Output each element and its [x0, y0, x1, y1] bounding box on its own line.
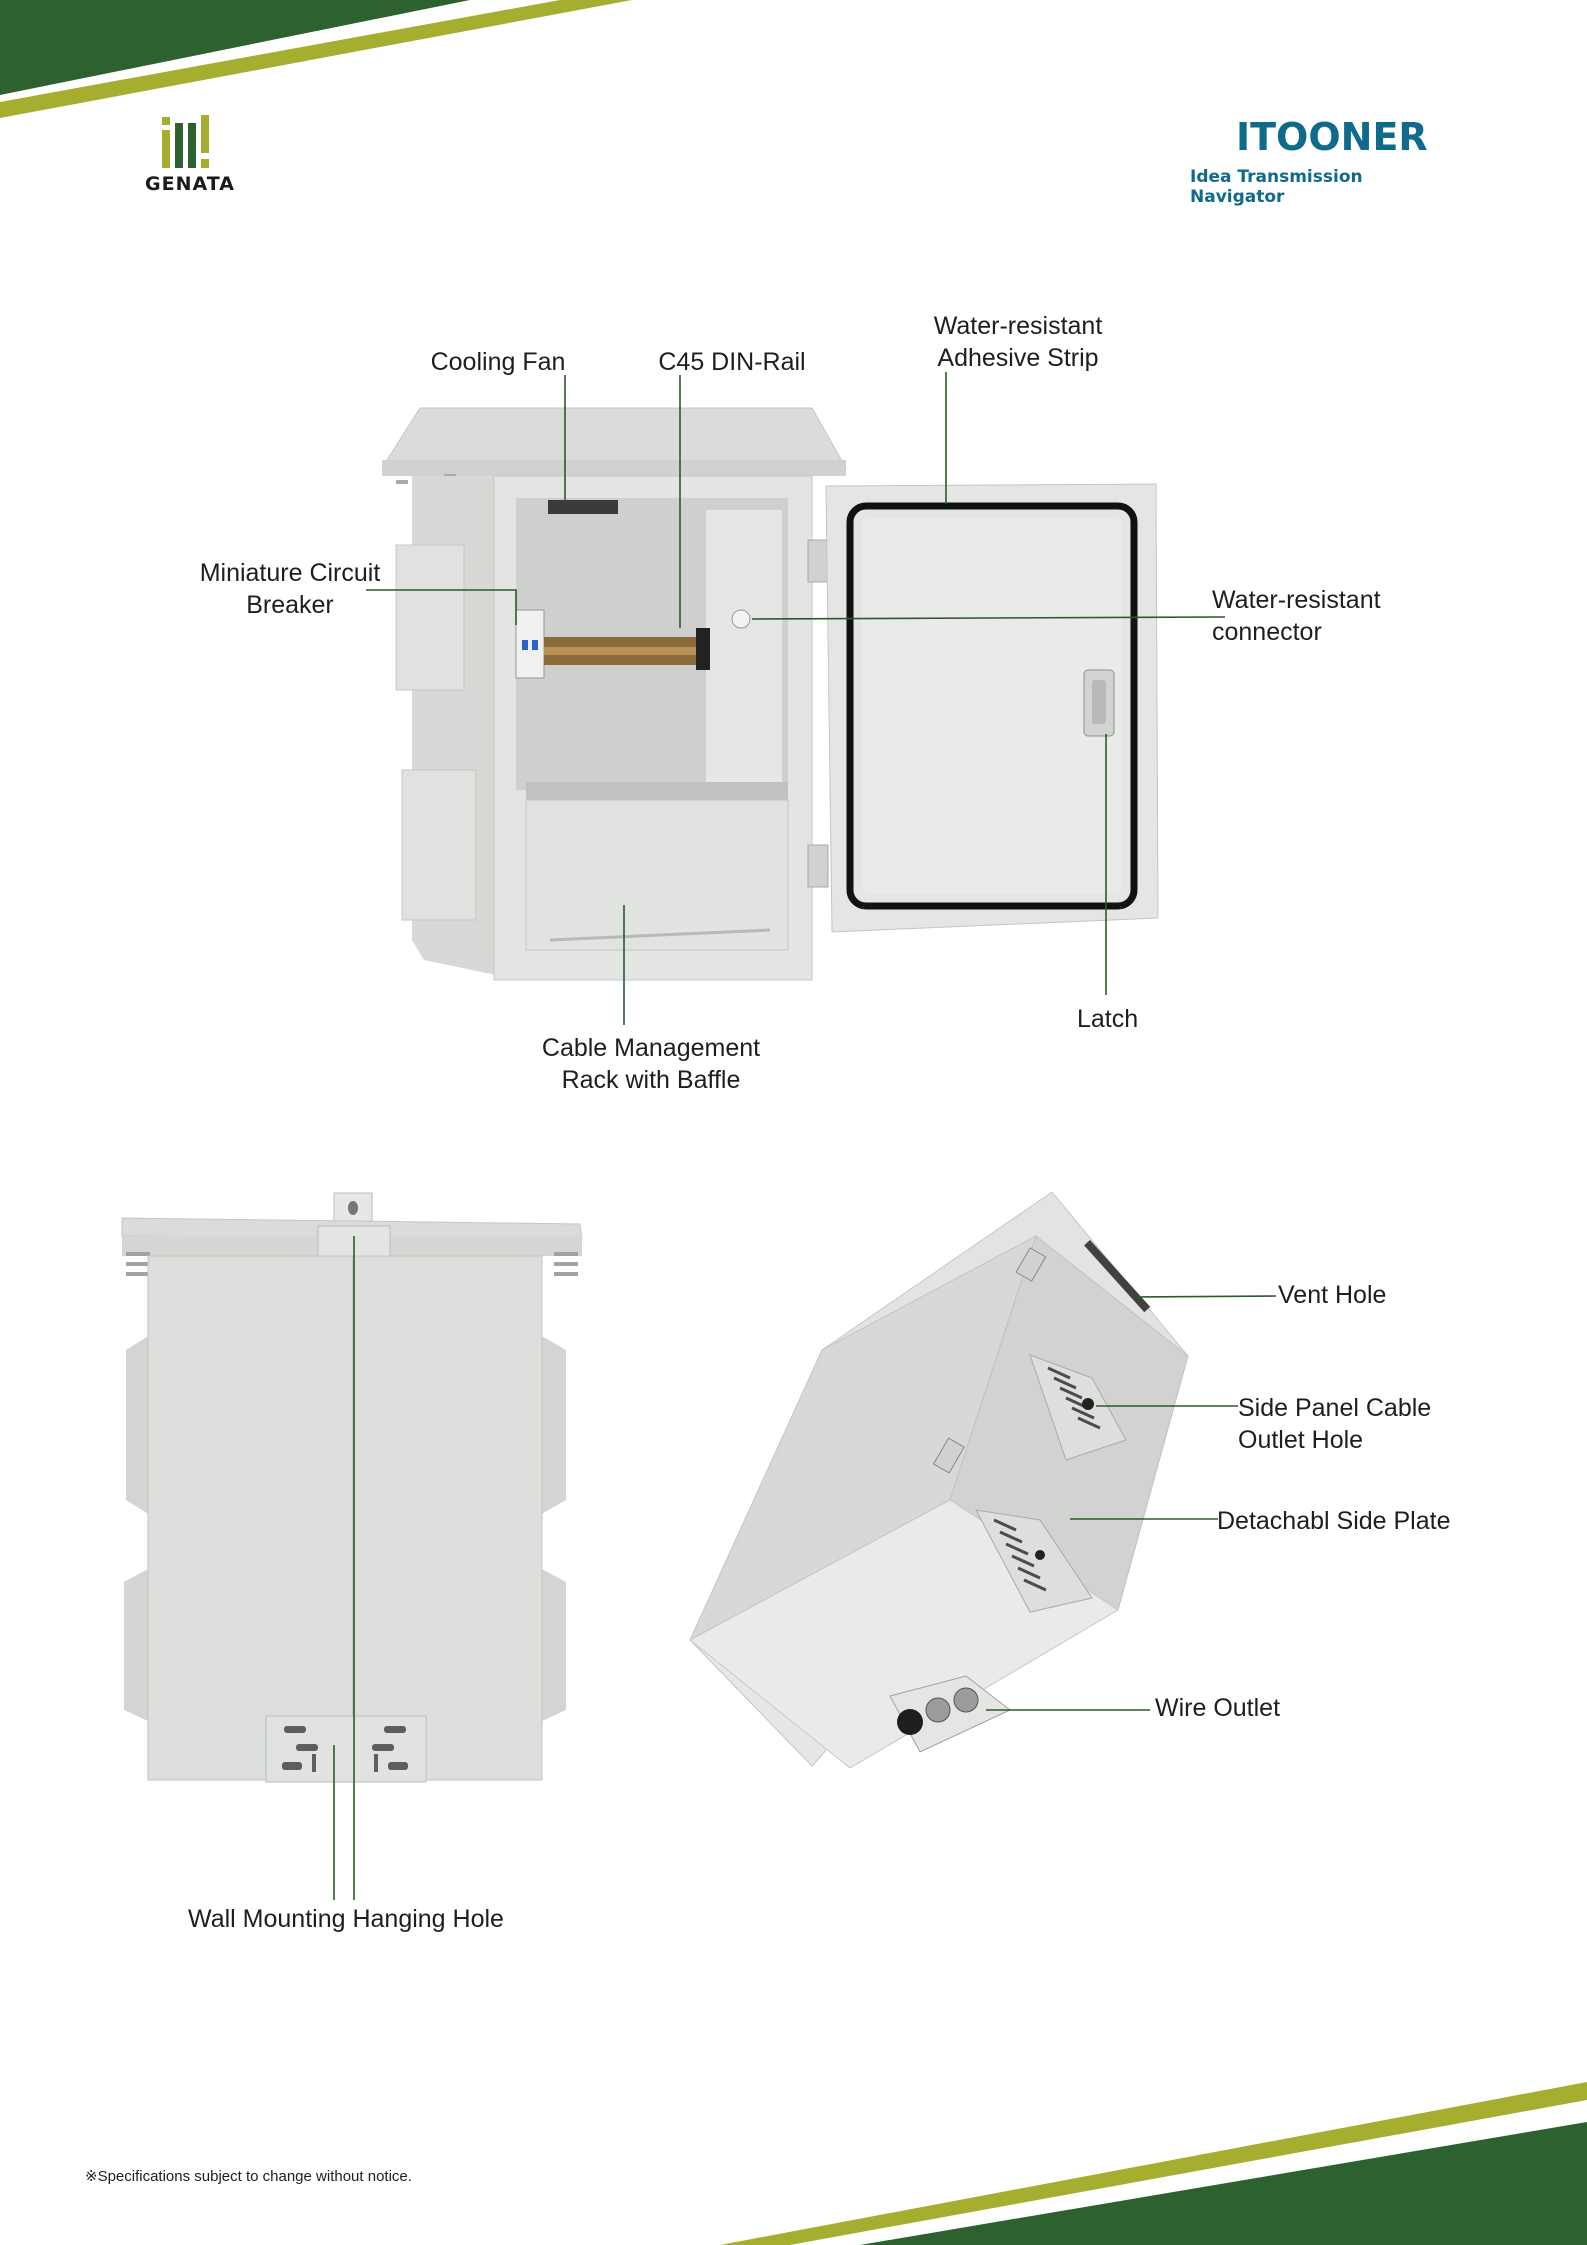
side-plate-lower-vents: [993, 1518, 1047, 1592]
label-side-outlet-line2: Outlet Hole: [1238, 1426, 1364, 1454]
label-connector-line2: connector: [1212, 618, 1322, 646]
figure2-leader-lines: [333, 1236, 355, 1900]
connector-gland: [731, 609, 751, 629]
cable-rack-top: [526, 782, 788, 804]
back-side-flange-right-upper: [540, 1335, 566, 1515]
top-dark-band: [0, 0, 470, 95]
wire-outlet-hole-3: [953, 1687, 979, 1713]
label-adhesive-strip-line2: Adhesive Strip: [937, 344, 1099, 372]
itooner-wordmark: ITOONER: [1236, 115, 1428, 159]
latch-lever: [1092, 680, 1106, 724]
cooling-fan-unit: [548, 500, 618, 514]
label-wire-outlet: Wire Outlet: [1155, 1694, 1281, 1722]
side-plate-upper-angled: [1029, 1354, 1127, 1461]
figure3-leader-lines: [986, 1295, 1277, 1711]
label-din-rail: C45 DIN-Rail: [658, 348, 806, 376]
leader-breaker: [366, 589, 517, 625]
side-plate-upper: [395, 544, 465, 691]
leader-connector: [751, 616, 1226, 620]
label-side-outlet-line1: Side Panel Cable: [1238, 1394, 1432, 1422]
label-side-plate: Detachabl Side Plate: [1217, 1507, 1451, 1535]
genata-wordmark: GENATA: [145, 173, 235, 195]
itooner-logo: ITOONER Idea Transmission Navigator: [1180, 115, 1460, 207]
label-breaker-line1: Miniature Circuit: [199, 559, 381, 587]
side-outlet-hole: [1082, 1398, 1094, 1410]
breaker-unit: [515, 609, 545, 679]
label-cable-rack-line1: Cable Management: [541, 1034, 761, 1062]
din-rail-end-stop: [696, 628, 710, 670]
genata-bars-icon: [162, 115, 209, 168]
label-wall-mount: Wall Mounting Hanging Hole: [188, 1905, 504, 1933]
back-side-flange-left-upper: [126, 1335, 150, 1515]
genata-logo: GENATA: [138, 115, 242, 201]
side-plate-lower-hole: [1035, 1550, 1045, 1560]
leader-vent-hole: [1139, 1295, 1277, 1298]
door-inner-panel: [862, 518, 1122, 894]
door-gasket: [846, 502, 1138, 910]
label-vent-hole: Vent Hole: [1278, 1281, 1387, 1309]
label-connector-line1: Water-resistant: [1212, 586, 1381, 614]
breaker-switch-2: [532, 640, 538, 650]
bracket-slots: [282, 1726, 408, 1772]
cable-rack-baffle: [525, 799, 789, 951]
bottom-lime-stripe: [720, 2082, 1587, 2245]
label-latch: Latch: [1077, 1005, 1139, 1033]
cabinet-roof-edge: [382, 460, 846, 476]
top-lime-stripe: [0, 0, 632, 118]
bottom-dark-band: [860, 2122, 1587, 2245]
label-cooling-fan: Cooling Fan: [430, 348, 566, 376]
hanging-hole: [348, 1201, 358, 1215]
back-side-flange-right-lower: [540, 1568, 566, 1722]
back-roof-vents: [126, 1252, 578, 1276]
baffle-lip: [549, 928, 771, 942]
back-panel: [147, 1255, 543, 1781]
angled-hinge-bottom: [932, 1437, 965, 1474]
din-rail-strip: [544, 647, 708, 655]
wire-outlet-hole-1: [897, 1709, 923, 1735]
figure1-leader-lines: [366, 372, 1226, 1025]
itooner-tagline: Idea Transmission Navigator: [1190, 167, 1363, 207]
label-breaker-line2: Breaker: [246, 591, 334, 619]
side-plate-lower: [401, 769, 477, 921]
back-side-flange-left-lower: [124, 1568, 150, 1722]
hinge-bottom: [807, 844, 829, 888]
breaker-switch-1: [522, 640, 528, 650]
label-adhesive-strip-line1: Water-resistant: [933, 312, 1103, 340]
interior-back-panel: [706, 510, 782, 790]
specifications-note: ※Specifications subject to change withou…: [85, 2168, 412, 2185]
wire-outlet-hole-2: [925, 1697, 951, 1723]
label-cable-rack-line2: Rack with Baffle: [561, 1066, 741, 1094]
angled-vent-slots: [1084, 1240, 1151, 1313]
angled-hinge-top: [1015, 1247, 1047, 1282]
